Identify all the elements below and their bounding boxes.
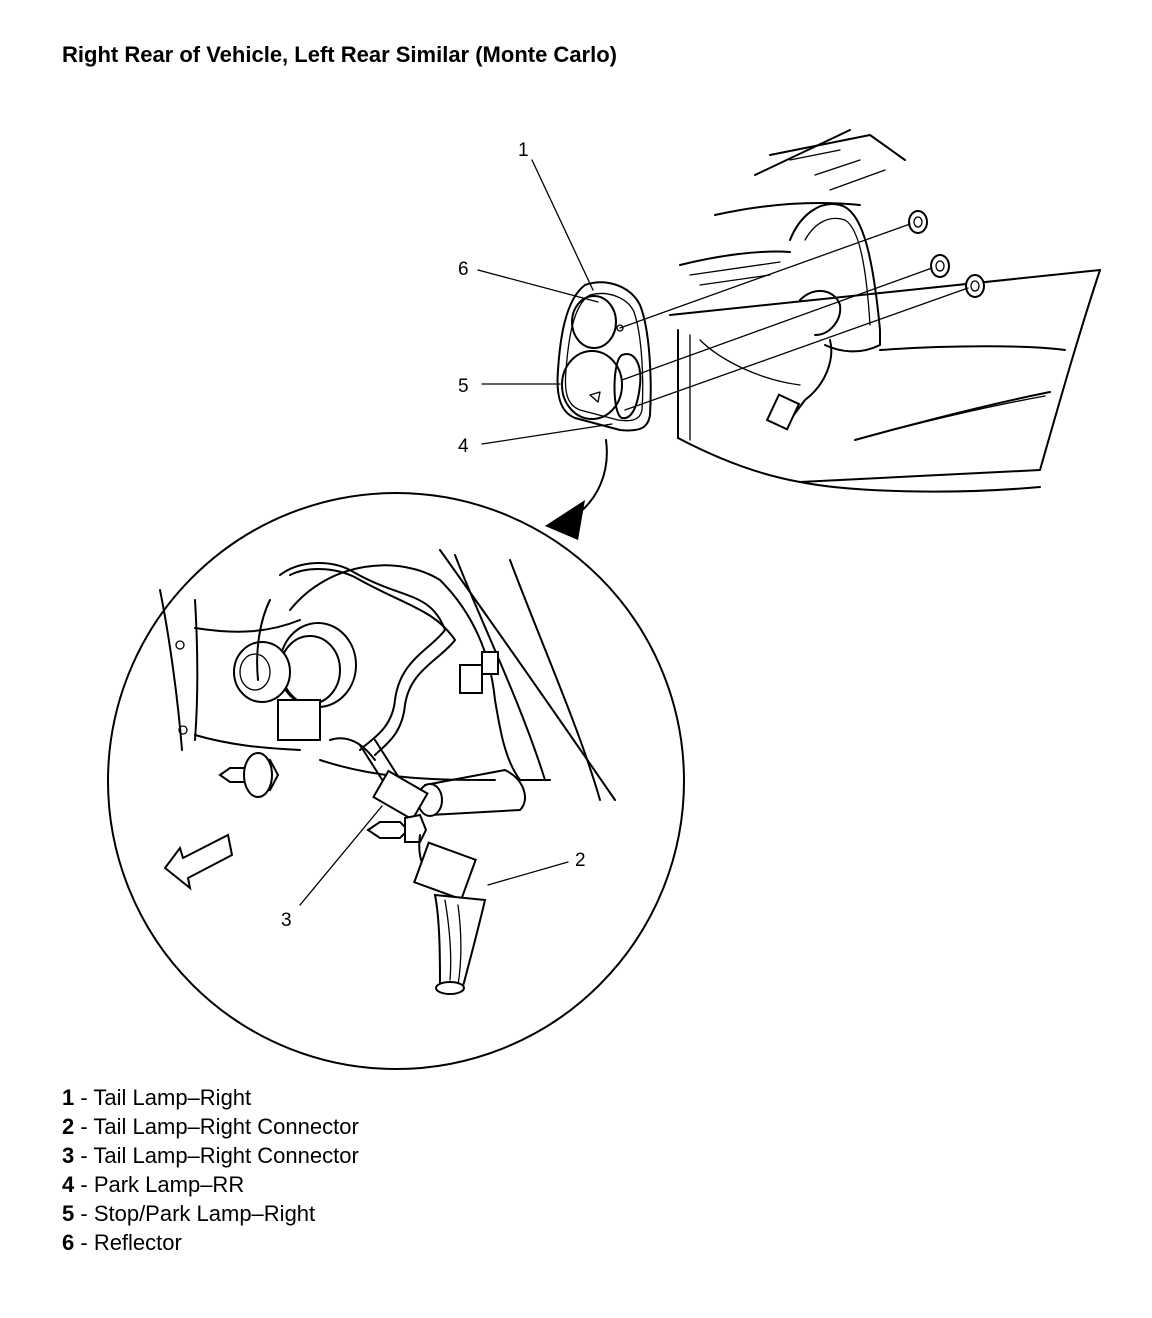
legend: 1 - Tail Lamp–Right 2 - Tail Lamp–Right …	[62, 1083, 359, 1257]
callout-2: 2	[575, 850, 586, 871]
legend-separator: -	[74, 1114, 94, 1139]
legend-label: Tail Lamp–Right Connector	[93, 1143, 359, 1168]
legend-item: 6 - Reflector	[62, 1228, 359, 1257]
legend-item: 1 - Tail Lamp–Right	[62, 1083, 359, 1112]
legend-label: Tail Lamp–Right	[93, 1085, 252, 1110]
legend-item: 4 - Park Lamp–RR	[62, 1170, 359, 1199]
legend-separator: -	[74, 1143, 94, 1168]
legend-item: 3 - Tail Lamp–Right Connector	[62, 1141, 359, 1170]
callout-5: 5	[458, 376, 469, 397]
legend-number: 3	[62, 1143, 75, 1168]
mounting-nut	[965, 274, 985, 298]
detail-view-circle	[107, 492, 685, 1070]
legend-label: Reflector	[93, 1230, 182, 1255]
legend-separator: -	[74, 1085, 94, 1110]
callout-1: 1	[518, 140, 529, 161]
legend-number: 6	[62, 1230, 75, 1255]
vehicle-rear-quarter	[619, 129, 1101, 493]
callout-3: 3	[281, 910, 292, 931]
legend-item: 5 - Stop/Park Lamp–Right	[62, 1199, 359, 1228]
legend-separator: -	[74, 1230, 94, 1255]
legend-label: Stop/Park Lamp–Right	[93, 1201, 316, 1226]
legend-label: Park Lamp–RR	[93, 1172, 245, 1197]
legend-separator: -	[74, 1172, 94, 1197]
legend-number: 1	[62, 1085, 75, 1110]
legend-separator: -	[74, 1201, 94, 1226]
legend-number: 4	[62, 1172, 75, 1197]
callout-6: 6	[458, 259, 469, 280]
leader-lines	[299, 159, 613, 906]
callout-4: 4	[458, 436, 469, 457]
curved-arrow	[545, 439, 608, 540]
tail-lamp-assembly	[556, 281, 652, 432]
legend-label: Tail Lamp–Right Connector	[93, 1114, 359, 1139]
legend-number: 5	[62, 1201, 75, 1226]
mounting-nut	[930, 254, 950, 278]
legend-number: 2	[62, 1114, 75, 1139]
mounting-nut	[908, 210, 928, 234]
legend-item: 2 - Tail Lamp–Right Connector	[62, 1112, 359, 1141]
page-title: Right Rear of Vehicle, Left Rear Similar…	[62, 42, 617, 67]
